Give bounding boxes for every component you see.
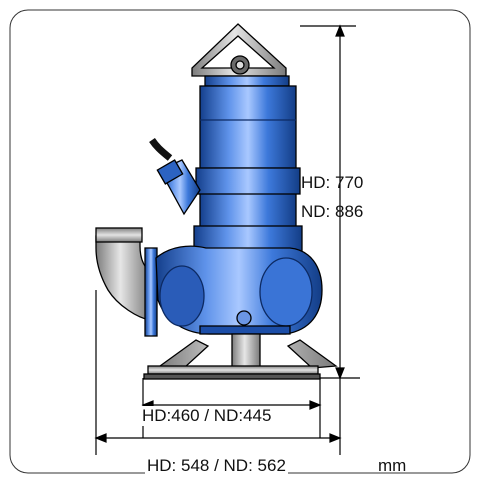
overall-width-dimension [94, 290, 342, 455]
base-width-label: HD:460 / ND:445 [140, 406, 274, 426]
pump-illustration [95, 23, 338, 380]
power-cable [149, 138, 173, 161]
base-width-dimension [141, 378, 322, 438]
height-label-hd: HD: 770 [301, 173, 364, 192]
outlet-flange [144, 247, 158, 337]
overall-width-label: HD: 548 / ND: 562 [145, 456, 288, 476]
unit-label: mm [378, 456, 407, 475]
motor-housing [199, 85, 297, 237]
discharge-pipe [95, 235, 151, 321]
height-label-nd: ND: 886 [301, 202, 364, 221]
height-dimension [300, 24, 360, 380]
